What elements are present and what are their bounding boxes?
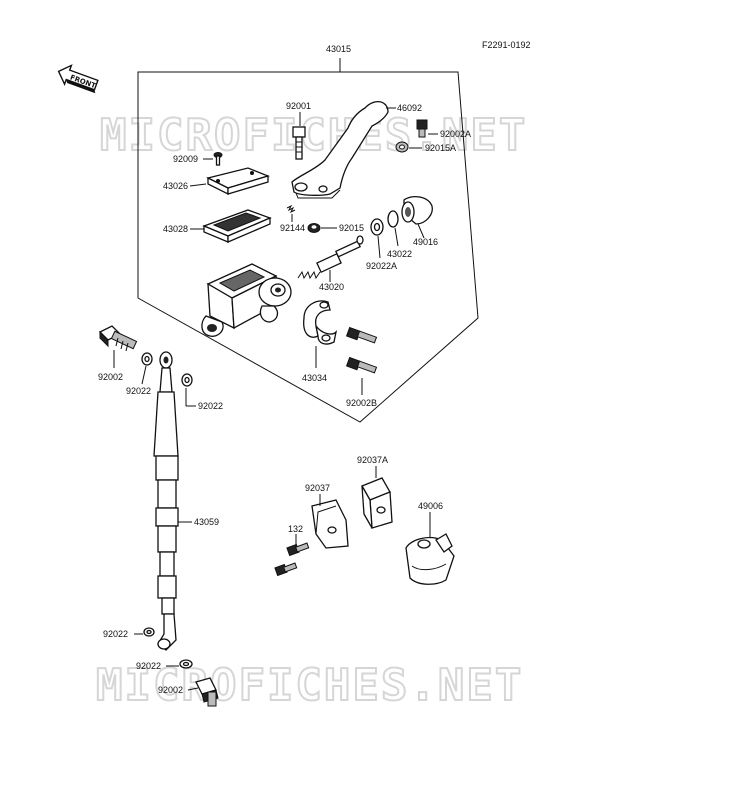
label-92002A: 92002A xyxy=(440,129,471,139)
label-92015A: 92015A xyxy=(425,143,456,153)
label-92009: 92009 xyxy=(173,154,198,164)
label-92001: 92001 xyxy=(286,101,311,111)
label-43022: 43022 xyxy=(387,249,412,259)
label-92002-bottom: 92002 xyxy=(158,685,183,695)
washer-92022-d xyxy=(179,659,193,669)
label-49006: 49006 xyxy=(418,501,443,511)
washer-92022-b xyxy=(181,373,193,387)
label-92002-top: 92002 xyxy=(98,372,123,382)
label-92037A: 92037A xyxy=(357,455,388,465)
diaphragm-43028 xyxy=(202,209,272,243)
label-92144: 92144 xyxy=(280,223,305,233)
washer-92022-a xyxy=(141,352,153,366)
banjo-bolt-92002-top xyxy=(98,325,138,352)
bolt-92002B-lower xyxy=(345,356,378,374)
label-43034: 43034 xyxy=(302,373,327,383)
watermark-bottom: MICROFICHES.NET xyxy=(96,660,523,711)
snap-ring-43022 xyxy=(387,210,399,228)
label-132: 132 xyxy=(288,524,303,534)
brake-lever-46092 xyxy=(291,101,389,199)
reservoir-cap-43026 xyxy=(206,167,270,196)
label-43028: 43028 xyxy=(163,224,188,234)
screw-92009 xyxy=(213,152,223,166)
label-43020: 43020 xyxy=(319,282,344,292)
assembly-boundary xyxy=(137,71,479,423)
label-92022A: 92022A xyxy=(366,261,397,271)
clamp-43034 xyxy=(303,300,338,345)
label-43015: 43015 xyxy=(326,44,351,54)
label-92002B: 92002B xyxy=(346,398,377,408)
brake-hose-43059 xyxy=(153,351,179,651)
label-43026: 43026 xyxy=(163,181,188,191)
label-92022-c: 92022 xyxy=(103,629,128,639)
nut-92015 xyxy=(307,223,321,233)
washer-92022A xyxy=(370,218,384,236)
label-92037: 92037 xyxy=(305,483,330,493)
nut-92015A xyxy=(395,141,409,153)
bolt-92002A xyxy=(416,119,428,138)
bolt-92002B-upper xyxy=(345,326,378,344)
front-arrow-icon: FRONT xyxy=(57,64,99,94)
dust-boot-49016 xyxy=(401,195,433,225)
washer-92022-c xyxy=(143,627,155,637)
piston-43020 xyxy=(297,235,364,280)
label-43059: 43059 xyxy=(194,517,219,527)
pivot-bolt-92001 xyxy=(292,126,306,160)
drawing-code: F2291-0192 xyxy=(482,40,531,50)
banjo-bolt-92002-bottom xyxy=(195,677,219,707)
screw-132-lower xyxy=(274,562,298,577)
label-92022-a: 92022 xyxy=(126,386,151,396)
label-46092: 46092 xyxy=(397,103,422,113)
spring-92144 xyxy=(286,204,296,214)
bracket-92037A xyxy=(361,477,393,529)
bracket-92037 xyxy=(311,499,349,549)
watermark-top: MICROFICHES.NET xyxy=(100,110,527,161)
label-49016: 49016 xyxy=(413,237,438,247)
screw-132-upper xyxy=(286,542,310,557)
label-92022-d: 92022 xyxy=(136,661,161,671)
label-92022-b: 92022 xyxy=(198,401,223,411)
grommet-49006 xyxy=(405,533,455,585)
master-cylinder-body xyxy=(201,263,292,337)
label-92015: 92015 xyxy=(339,223,364,233)
